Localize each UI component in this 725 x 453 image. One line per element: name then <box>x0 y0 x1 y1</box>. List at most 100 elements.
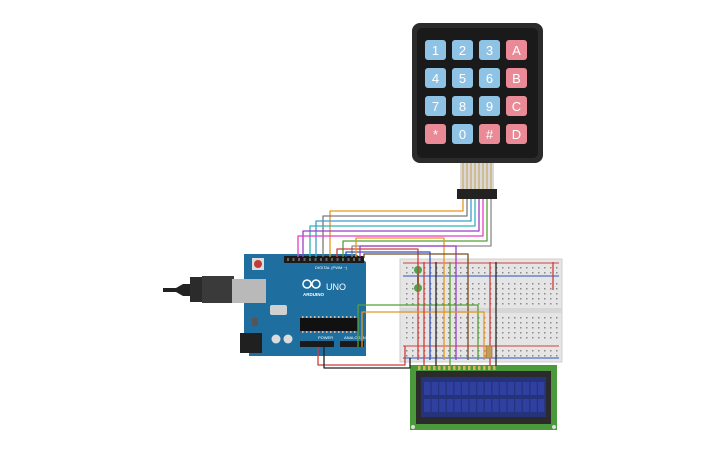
bb-hole <box>460 350 462 352</box>
power-jack[interactable] <box>240 333 262 353</box>
bb-hole <box>460 322 462 324</box>
analog-header[interactable] <box>340 341 364 347</box>
lcd-pin <box>448 366 451 370</box>
wire-purple-keypad[interactable] <box>302 199 480 257</box>
bb-hole <box>418 322 420 324</box>
bb-hole <box>412 303 414 305</box>
chip-leg <box>338 331 340 333</box>
key-label: 9 <box>486 99 493 114</box>
bb-hole <box>520 288 522 290</box>
wire-blue-lcd[interactable] <box>345 251 431 360</box>
bb-hole <box>538 272 540 274</box>
bb-hole <box>550 350 552 352</box>
bb-hole <box>514 322 516 324</box>
bb-hole <box>424 293 426 295</box>
bb-hole <box>496 332 498 334</box>
bb-hole <box>466 332 468 334</box>
key-cap <box>425 124 446 144</box>
bb-hole <box>514 337 516 339</box>
lcd-display[interactable] <box>410 365 557 430</box>
bb-hole <box>448 337 450 339</box>
bb-hole <box>514 293 516 295</box>
bb-hole <box>412 355 414 357</box>
key-B[interactable]: B <box>506 68 527 88</box>
bb-hole <box>424 337 426 339</box>
wire-gray-keypad[interactable] <box>322 199 468 257</box>
bb-hole <box>454 283 456 285</box>
crystal-oscillator <box>270 305 287 315</box>
bb-hole <box>550 332 552 334</box>
key-label: 2 <box>459 43 466 58</box>
key-4[interactable]: 4 <box>425 68 446 88</box>
bb-hole <box>496 317 498 319</box>
lcd-pin <box>483 366 486 370</box>
wire-brown-lcd[interactable] <box>363 253 469 360</box>
digital-pin <box>347 258 350 261</box>
lcd-pin <box>453 366 456 370</box>
lcd-cell <box>522 382 530 395</box>
bb-hole <box>544 350 546 352</box>
wire-ground[interactable] <box>323 347 411 369</box>
wire-gray2-keypad[interactable] <box>351 199 492 257</box>
key-1[interactable]: 1 <box>425 40 446 60</box>
wire-orange-lcd[interactable] <box>355 237 445 360</box>
key-3[interactable]: 3 <box>479 40 500 60</box>
breadboard[interactable] <box>399 258 563 363</box>
reset-button[interactable] <box>254 260 262 268</box>
bb-hole <box>484 337 486 339</box>
key-C[interactable]: C <box>506 96 527 116</box>
digital-header[interactable] <box>284 256 364 263</box>
bb-hole <box>484 283 486 285</box>
usb-port[interactable] <box>232 279 266 303</box>
key-A[interactable]: A <box>506 40 527 60</box>
key-0[interactable]: 0 <box>452 124 473 144</box>
bb-hole <box>532 303 534 305</box>
lcd-cell <box>484 399 492 412</box>
bb-hole <box>538 337 540 339</box>
bb-hole <box>460 272 462 274</box>
resistor[interactable] <box>485 345 493 359</box>
bb-hole <box>454 272 456 274</box>
bb-hole <box>502 283 504 285</box>
wire-green-keypad[interactable] <box>342 199 488 257</box>
wire-orange-keypad[interactable] <box>329 199 464 257</box>
chip-leg <box>346 316 348 318</box>
bb-hole <box>502 327 504 329</box>
bb-hole <box>520 322 522 324</box>
bb-hole <box>484 272 486 274</box>
lcd-pin <box>438 366 441 370</box>
key-7[interactable]: 7 <box>425 96 446 116</box>
chip-leg <box>314 316 316 318</box>
bb-hole <box>424 355 426 357</box>
wire-cyan-keypad[interactable] <box>309 199 476 257</box>
key-6[interactable]: 6 <box>479 68 500 88</box>
bb-hole <box>478 317 480 319</box>
key-*[interactable]: * <box>425 124 446 144</box>
power-header[interactable] <box>300 341 334 347</box>
wire-green-lcd[interactable] <box>357 304 479 360</box>
wire-orange2-lcd[interactable] <box>361 311 485 360</box>
bb-hole <box>460 355 462 357</box>
key-9[interactable]: 9 <box>479 96 500 116</box>
wire-purple-lcd[interactable] <box>359 245 457 360</box>
key-5[interactable]: 5 <box>452 68 473 88</box>
small-component <box>252 318 258 326</box>
key-D[interactable]: D <box>506 124 527 144</box>
bb-hole <box>430 317 432 319</box>
bb-hole <box>508 293 510 295</box>
bb-hole <box>430 322 432 324</box>
key-2[interactable]: 2 <box>452 40 473 60</box>
bb-hole <box>466 298 468 300</box>
wire-pink-keypad[interactable] <box>297 199 484 257</box>
bb-hole <box>508 355 510 357</box>
wire-blue-keypad[interactable] <box>315 199 472 257</box>
key-8[interactable]: 8 <box>452 96 473 116</box>
arduino-uno[interactable]: DIGITAL (PWM ~) ARDUINO UNO POWER ANALOG… <box>163 254 366 356</box>
lcd-cell <box>538 382 545 395</box>
key-#[interactable]: # <box>479 124 500 144</box>
wire-power[interactable] <box>317 346 406 366</box>
bb-hole <box>454 322 456 324</box>
lcd-cell <box>492 382 499 395</box>
bb-hole <box>484 293 486 295</box>
